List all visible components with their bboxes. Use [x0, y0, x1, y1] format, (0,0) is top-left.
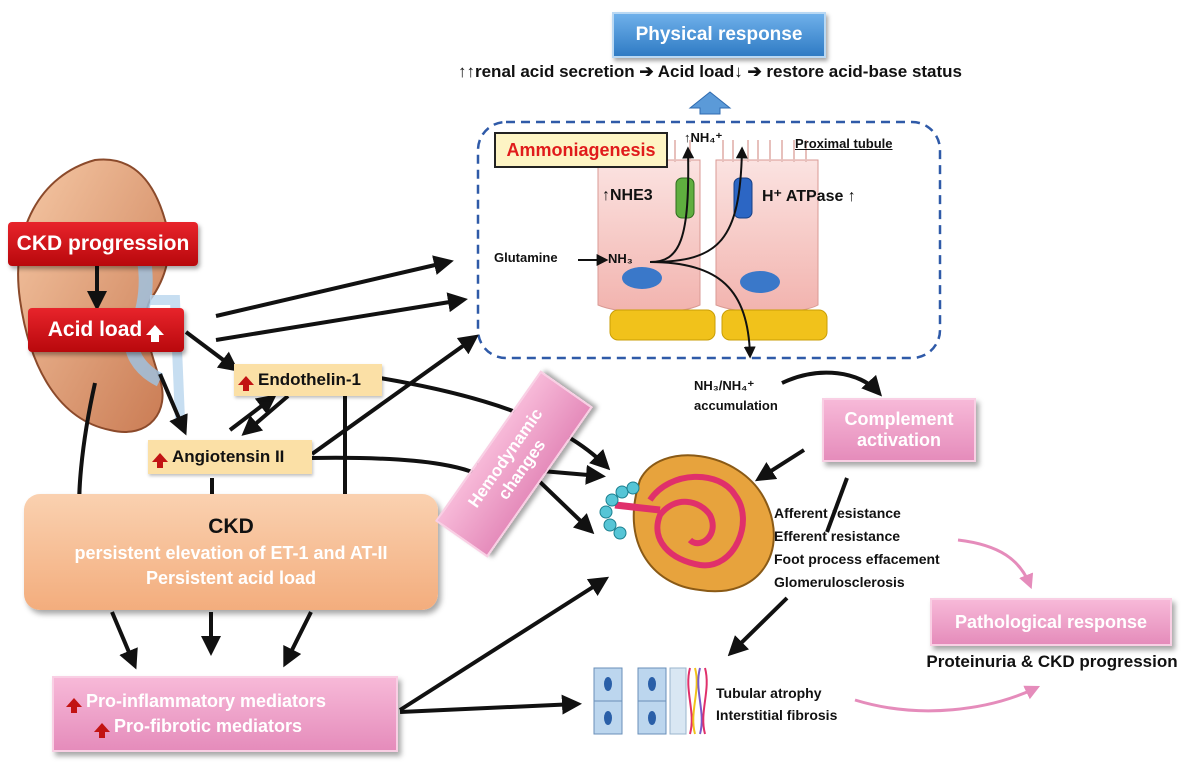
physical-response-title: Physical response: [635, 24, 803, 45]
angiotensin-box: Angiotensin II: [148, 440, 312, 474]
glomerular-effects-list: Afferent resistance Efferent resistance …: [774, 502, 940, 594]
up-arrow-icon: [66, 697, 82, 713]
tubule-cells: [597, 140, 828, 341]
list-item: Tubular atrophy: [716, 685, 822, 701]
nh4-out-label: ↑NH₄⁺: [684, 130, 723, 145]
up-arrow-icon: [146, 325, 165, 342]
ckd-title: CKD: [208, 515, 254, 538]
list-item: Efferent resistance: [774, 528, 901, 544]
list-item: Foot process effacement: [774, 551, 940, 567]
kidney-illustration: [17, 158, 185, 433]
endothelin-box: Endothelin-1: [234, 364, 382, 396]
list-item: Interstitial fibrosis: [716, 707, 838, 723]
complement-box: Complement activation: [822, 398, 976, 462]
ammoniagenesis-label: Ammoniagenesis: [494, 132, 668, 168]
glomerulus-illustration: [599, 454, 775, 593]
up-arrow-icon: [94, 722, 110, 738]
pro-fibrotic-label: Pro-fibrotic mediators: [114, 716, 303, 736]
glutamine-label: Glutamine: [494, 250, 558, 265]
physical-response-chain: ↑↑renal acid secretion ➔ Acid load↓ ➔ re…: [457, 62, 963, 81]
ckd-line1: persistent elevation of ET-1 and AT-II: [74, 543, 388, 563]
pathological-response-box: Pathological response: [930, 598, 1172, 646]
pathological-outcome: Proteinuria & CKD progression: [926, 652, 1178, 671]
ckd-box: CKD persistent elevation of ET-1 and AT-…: [24, 494, 438, 610]
nh3-label: NH₃: [608, 251, 633, 266]
list-item: Afferent resistance: [774, 505, 901, 521]
ckd-line2: Persistent acid load: [145, 568, 317, 588]
ckd-progression-box: CKD progression: [8, 222, 198, 266]
proximal-tubule-label: Proximal tubule: [795, 136, 893, 151]
accumulation-label: NH₃/NH₄⁺ accumulation: [694, 378, 778, 413]
up-arrow-icon: [238, 375, 254, 391]
tubular-effects-list: Tubular atrophy Interstitial fibrosis: [716, 682, 837, 726]
nhe3-label: ↑NHE3: [602, 187, 653, 204]
h-atpase-label: H⁺ ATPase ↑: [762, 188, 856, 205]
physical-response-header: Physical response: [612, 12, 826, 58]
pro-inflammatory-label: Pro-inflammatory mediators: [86, 691, 327, 711]
proximal-tubule-border: [476, 120, 942, 360]
tubular-atrophy-illustration: [593, 667, 708, 735]
acid-load-box: Acid load: [28, 308, 184, 352]
list-item: Glomerulosclerosis: [774, 574, 905, 590]
mediators-box: Pro-inflammatory mediators Pro-fibrotic …: [52, 676, 398, 752]
up-arrow-icon: [152, 452, 168, 468]
